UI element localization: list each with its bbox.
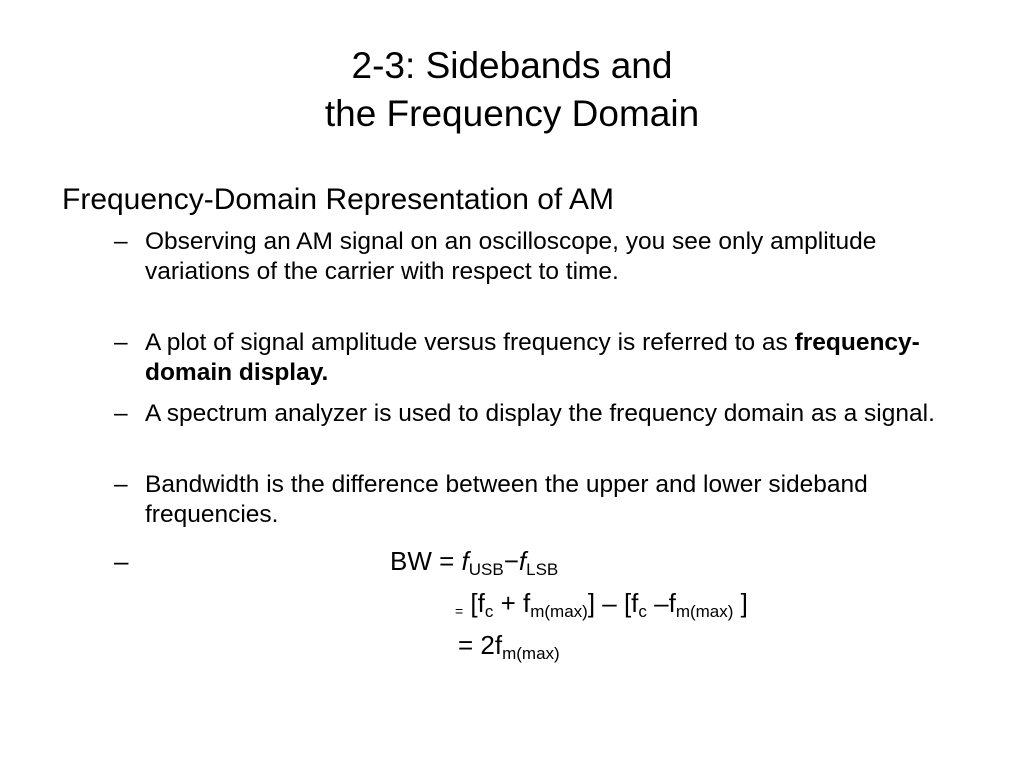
eq-mmax-sub: m(max) xyxy=(530,602,588,621)
equation-line-2: = [fc + fm(max)] – [fc –fm(max) ] xyxy=(455,588,748,627)
bullet-dash: – xyxy=(114,228,128,255)
eq-open-fc: [f xyxy=(463,588,485,618)
eq-minus: − xyxy=(503,546,519,576)
title-line-1: 2-3: Sidebands and xyxy=(351,45,673,86)
bullet-spectrum-analyzer: – A spectrum analyzer is used to display… xyxy=(114,399,975,429)
bullet-text: Observing an AM signal on an oscilloscop… xyxy=(145,228,877,285)
eq-c-sub: c xyxy=(638,602,647,621)
bullet-text: Bandwidth is the difference between the … xyxy=(145,471,868,528)
eq-2f: = 2f xyxy=(458,630,503,660)
bullet-text: A plot of signal amplitude versus freque… xyxy=(145,329,795,356)
bullet-dash: – xyxy=(114,400,128,427)
eq-c-sub: c xyxy=(484,602,494,621)
eq-close: ] xyxy=(733,588,748,618)
bullet-frequency-domain: – A plot of signal amplitude versus freq… xyxy=(114,328,975,388)
eq-lsb: LSB xyxy=(526,560,559,579)
eq-f-lsb: f xyxy=(518,546,527,576)
title-line-2: the Frequency Domain xyxy=(324,93,700,134)
eq-bw-prefix: BW = xyxy=(390,546,462,576)
equation-line-1: BW = fUSB−fLSB xyxy=(390,546,558,585)
bullet-text: A spectrum analyzer is used to display t… xyxy=(145,400,935,427)
eq-usb: USB xyxy=(468,560,504,579)
bullet-bandwidth: – Bandwidth is the difference between th… xyxy=(114,470,975,530)
eq-mmax-sub: m(max) xyxy=(675,602,734,621)
eq-minus-f: –f xyxy=(646,588,676,618)
slide-title: 2-3: Sidebands and the Frequency Domain xyxy=(0,42,1024,138)
eq-close-open: ] – [f xyxy=(587,588,639,618)
bullet-oscilloscope: – Observing an AM signal on an oscillosc… xyxy=(114,227,975,287)
equation-line-3: = 2fm(max) xyxy=(458,630,560,669)
equation-dash: – xyxy=(114,546,129,576)
section-heading: Frequency-Domain Representation of AM xyxy=(62,183,614,216)
eq-f-usb: f xyxy=(461,546,469,576)
bullet-dash: – xyxy=(114,329,128,356)
bullet-dash: – xyxy=(114,471,128,498)
eq-plus-f: + f xyxy=(493,588,531,618)
bullet-bold-term: frequency-domain display. xyxy=(145,329,920,386)
eq-small-equals: = xyxy=(455,603,464,619)
eq-mmax-sub: m(max) xyxy=(502,644,560,663)
